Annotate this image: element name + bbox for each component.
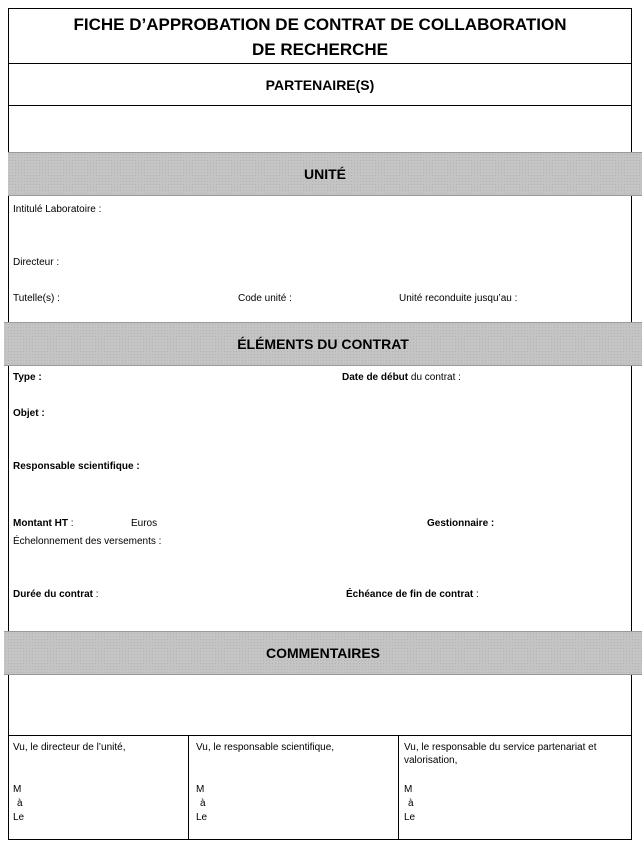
divider <box>8 63 632 64</box>
euros-unit: Euros <box>131 518 158 529</box>
signature-block-service-partenariat[interactable]: Vu, le responsable du service partenaria… <box>404 741 626 837</box>
commentaires-field[interactable] <box>8 676 632 734</box>
commentaires-heading: COMMENTAIRES <box>265 645 381 661</box>
signature-block-directeur[interactable]: Vu, le directeur de l’unité, M à Le <box>13 741 185 837</box>
unite-section-header: UNITÉ <box>8 152 642 196</box>
commentaires-section-header: COMMENTAIRES <box>4 631 642 675</box>
form-frame <box>8 8 632 840</box>
echelonnement-field[interactable]: Échelonnement des versements : <box>13 536 162 547</box>
montant-ht-field[interactable]: Montant HT : <box>13 518 74 529</box>
date-debut-label: Date de début <box>342 372 409 383</box>
duree-contrat-field[interactable]: Durée du contrat : <box>13 589 99 600</box>
montant-ht-label: Montant HT <box>13 518 68 529</box>
column-divider <box>188 736 189 840</box>
directeur-field[interactable]: Directeur : <box>13 257 60 268</box>
echeance-fin-field[interactable]: Échéance de fin de contrat : <box>346 589 479 600</box>
signature-a: à <box>17 798 23 809</box>
signature-le: Le <box>196 812 208 823</box>
type-field[interactable]: Type : <box>13 372 42 383</box>
contrat-heading: ÉLÉMENTS DU CONTRAT <box>237 336 409 352</box>
divider <box>8 735 632 736</box>
signature-le: Le <box>404 812 416 823</box>
date-debut-field[interactable]: Date de début du contrat : <box>342 372 461 383</box>
code-unite-field[interactable]: Code unité : <box>238 293 292 304</box>
objet-field[interactable]: Objet : <box>13 408 45 419</box>
signature-a: à <box>408 798 414 809</box>
duree-contrat-colon: : <box>93 589 99 600</box>
signature-label: Vu, le directeur de l’unité, <box>13 742 126 753</box>
unite-heading: UNITÉ <box>304 166 346 182</box>
date-debut-suffix: du contrat : <box>408 372 461 383</box>
intitule-laboratoire-field[interactable]: Intitulé Laboratoire : <box>13 204 102 215</box>
divider <box>8 105 632 106</box>
echeance-fin-colon: : <box>473 589 479 600</box>
form-title-line1: FICHE D’APPROBATION DE CONTRAT DE COLLAB… <box>73 15 567 34</box>
column-divider <box>398 736 399 840</box>
signature-le: Le <box>13 812 25 823</box>
signature-block-responsable-scientifique[interactable]: Vu, le responsable scientifique, M à Le <box>196 741 394 837</box>
signature-m: M <box>13 784 22 795</box>
contrat-section-header: ÉLÉMENTS DU CONTRAT <box>4 322 642 366</box>
signature-a: à <box>200 798 206 809</box>
partenaires-heading: PARTENAIRE(S) <box>265 77 375 93</box>
montant-ht-colon: : <box>68 518 74 529</box>
signature-m: M <box>404 784 413 795</box>
gestionnaire-field[interactable]: Gestionnaire : <box>427 518 495 529</box>
tutelles-field[interactable]: Tutelle(s) : <box>13 293 60 304</box>
responsable-scientifique-field[interactable]: Responsable scientifique : <box>13 461 140 472</box>
duree-contrat-label: Durée du contrat <box>13 589 94 600</box>
echeance-fin-label: Échéance de fin de contrat <box>346 589 474 600</box>
signature-m: M <box>196 784 205 795</box>
signature-label: Vu, le responsable du service partenaria… <box>404 742 597 766</box>
form-title-line2: DE RECHERCHE <box>251 40 389 59</box>
signature-label: Vu, le responsable scientifique, <box>196 742 335 753</box>
unite-reconduite-field[interactable]: Unité reconduite jusqu’au : <box>399 293 518 304</box>
